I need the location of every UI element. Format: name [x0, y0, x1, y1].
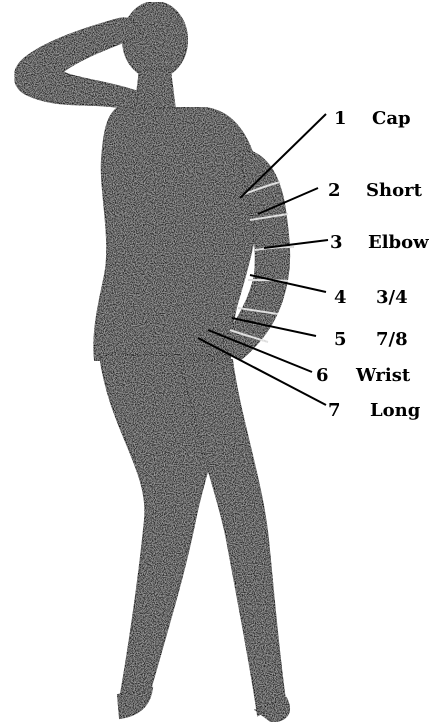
label-3-4: 4 3/4 [334, 287, 408, 308]
label-wrist: 6 Wrist [316, 365, 411, 386]
label-name: 7/8 [376, 329, 408, 350]
label-name: Wrist [355, 365, 411, 386]
label-name: Long [370, 400, 421, 421]
woman-silhouette [15, 2, 294, 722]
label-cap: 1 Cap [334, 108, 411, 129]
label-7-8: 5 7/8 [334, 329, 408, 350]
label-number: 3 [330, 232, 343, 253]
label-short: 2 Short [328, 180, 423, 201]
label-long: 7 Long [328, 400, 421, 421]
label-name: Short [366, 180, 423, 201]
sleeve-labels: 1 Cap 2 Short 3 Elbow 4 3/4 5 7/8 6 Wris… [316, 108, 429, 421]
label-number: 7 [328, 400, 341, 421]
label-name: 3/4 [376, 287, 408, 308]
label-number: 6 [316, 365, 329, 386]
label-name: Cap [372, 108, 411, 129]
label-number: 2 [328, 180, 341, 201]
label-elbow: 3 Elbow [330, 232, 429, 253]
label-name: Elbow [368, 232, 429, 253]
label-number: 5 [334, 329, 347, 350]
label-number: 4 [334, 287, 347, 308]
label-number: 1 [334, 108, 347, 129]
